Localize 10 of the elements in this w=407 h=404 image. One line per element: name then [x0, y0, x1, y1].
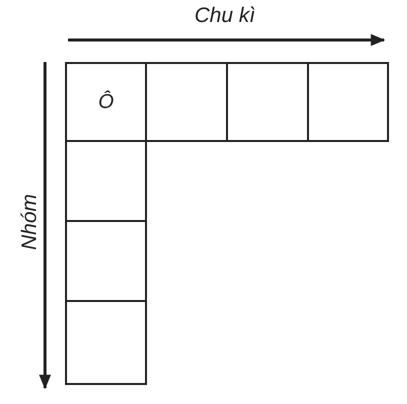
- table-cell: [307, 62, 389, 142]
- axis-label: Nhóm: [18, 194, 42, 250]
- table-cell: [65, 62, 147, 142]
- table-cell: [226, 62, 309, 142]
- table-cell: [65, 140, 147, 222]
- table-cell: [65, 300, 147, 385]
- table-cell: [65, 220, 147, 302]
- axis-label: Chu kì: [194, 4, 256, 28]
- table-cell: [145, 62, 228, 142]
- cell-label: Ô: [98, 90, 114, 114]
